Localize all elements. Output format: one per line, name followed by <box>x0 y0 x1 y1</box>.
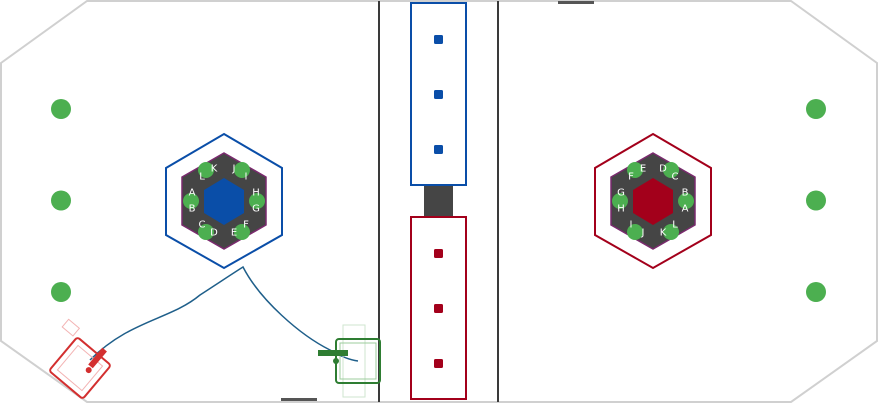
robot-bumper-ghost <box>61 318 81 337</box>
right-marker-circle-icon[interactable] <box>806 190 826 211</box>
hub-peg-circle-icon[interactable] <box>249 193 265 209</box>
left-marker-circle-icon[interactable] <box>51 190 71 211</box>
hub-peg-circle-icon[interactable] <box>612 193 628 209</box>
right-marker-circle-icon[interactable] <box>806 99 826 119</box>
hub-letter-label: F <box>628 172 634 183</box>
hub-letter-label: B <box>682 188 689 199</box>
hub-letter-label: H <box>617 204 625 215</box>
robot-inner-frame <box>56 344 104 392</box>
red-game-piece[interactable] <box>434 249 443 258</box>
red-robot[interactable] <box>35 318 116 399</box>
hub-letter-label: I <box>630 220 633 231</box>
top-wall-mark <box>558 1 594 4</box>
hub-peg-circle-icon[interactable] <box>627 162 643 178</box>
robot-outline-icon <box>49 337 111 399</box>
hub-letter-label: E <box>640 164 646 175</box>
blue-game-piece[interactable] <box>434 35 443 44</box>
blue-hub-pegs <box>183 162 265 240</box>
hub-peg-circle-icon[interactable] <box>678 193 694 209</box>
red-station-pieces <box>434 249 443 368</box>
left-marker-circle-icon[interactable] <box>51 282 71 302</box>
robot-inner-frame <box>339 342 377 380</box>
red-hub-core <box>633 178 673 225</box>
hub-letter-label: K <box>211 164 218 175</box>
blue-hub-core <box>204 178 244 225</box>
robot-pivot <box>85 367 92 374</box>
right-markers <box>806 99 826 302</box>
left-marker-circle-icon[interactable] <box>51 99 71 119</box>
hub-letter-label: D <box>210 228 218 239</box>
hub-peg-circle-icon[interactable] <box>234 224 250 240</box>
red-game-piece[interactable] <box>434 359 443 368</box>
right-marker-circle-icon[interactable] <box>806 282 826 302</box>
robot-ghost-frame <box>342 324 366 398</box>
hub-peg-circle-icon[interactable] <box>234 162 250 178</box>
red-hub-pegs <box>612 162 694 240</box>
green-robot[interactable] <box>318 324 381 398</box>
blue-game-piece[interactable] <box>434 145 443 154</box>
center-barrier <box>424 185 453 217</box>
hub-peg-circle-icon[interactable] <box>183 193 199 209</box>
hub-letter-label: I <box>245 172 248 183</box>
hub-letter-label: E <box>231 228 237 239</box>
hub-letter-label: C <box>199 220 206 231</box>
hub-peg-circle-icon[interactable] <box>198 162 214 178</box>
hub-letter-label: G <box>252 204 260 215</box>
hub-letter-label: L <box>199 172 205 183</box>
hub-letter-label: D <box>659 164 667 175</box>
hub-letter-label: K <box>660 228 667 239</box>
robot-arm <box>318 350 348 356</box>
hub-letter-label: H <box>252 188 260 199</box>
hub-peg-circle-icon[interactable] <box>627 224 643 240</box>
hub-letter-label: F <box>243 220 249 231</box>
hub-letter-label: A <box>682 204 689 215</box>
hub-letter-label: J <box>641 228 645 239</box>
hub-peg-circle-icon[interactable] <box>663 162 679 178</box>
bottom-wall-mark <box>281 398 317 401</box>
hub-letter-label: C <box>672 172 679 183</box>
hub-letter-label: L <box>672 220 678 231</box>
blue-game-piece[interactable] <box>434 90 443 99</box>
hub-letter-label: A <box>189 188 196 199</box>
left-markers <box>51 99 71 302</box>
blue-station-pieces <box>434 35 443 154</box>
hub-letter-label: B <box>189 204 196 215</box>
hub-peg-circle-icon[interactable] <box>198 224 214 240</box>
robot-pivot <box>333 358 339 364</box>
hub-letter-label: G <box>617 188 625 199</box>
hub-letter-label: J <box>232 164 236 175</box>
robot-arm <box>88 347 107 369</box>
red-game-piece[interactable] <box>434 304 443 313</box>
hub-peg-circle-icon[interactable] <box>663 224 679 240</box>
